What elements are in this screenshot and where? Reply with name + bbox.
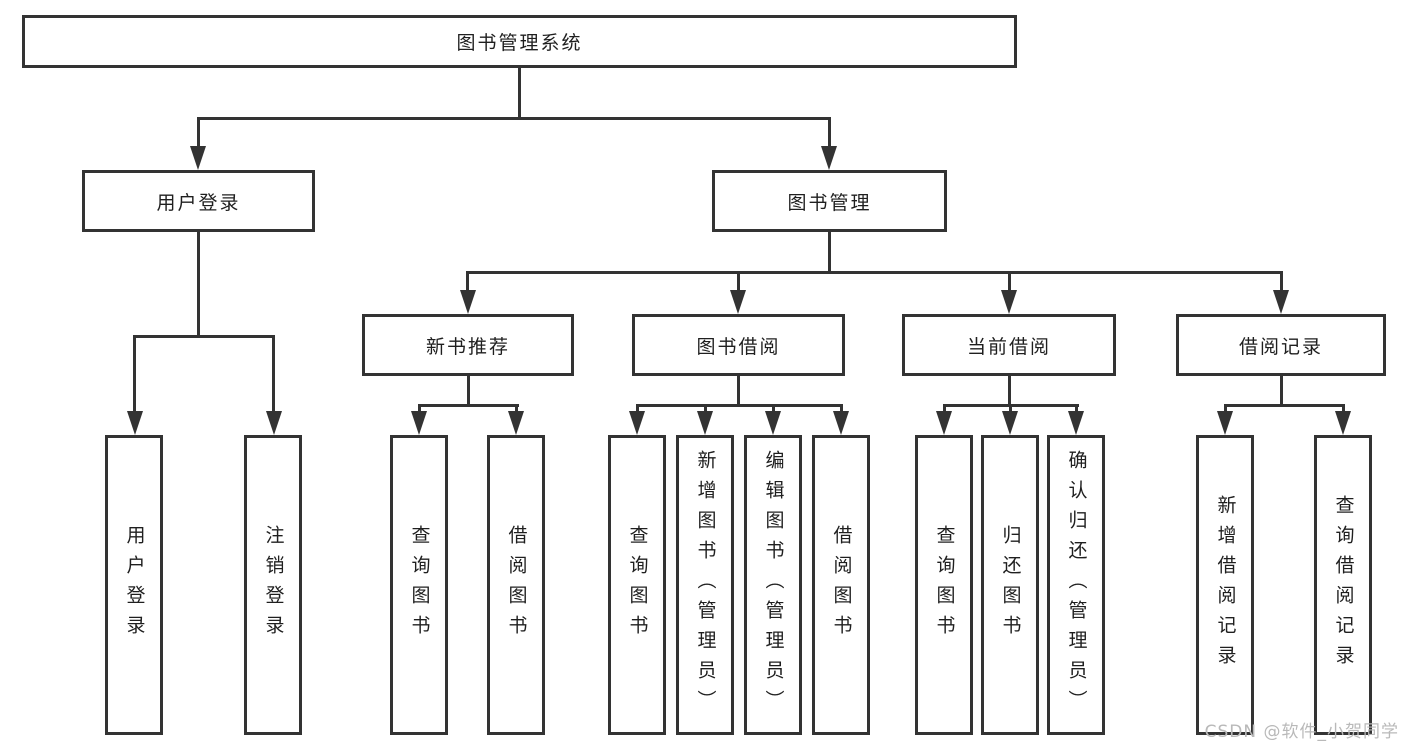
node-book-borrowing-label: 图书借阅	[696, 335, 781, 358]
node-user-login: 用户登录	[82, 170, 315, 232]
arrow-down-icon	[460, 290, 476, 314]
connector-line	[828, 230, 831, 274]
leaf-logout-label: 注销登录	[262, 525, 285, 645]
connector-line	[466, 271, 469, 292]
node-user-login-label: 用户登录	[156, 191, 241, 214]
arrow-down-icon	[833, 411, 849, 435]
leaf-nb-borrow-books: 借阅图书	[487, 435, 545, 735]
connector-line	[518, 66, 521, 120]
leaf-cb-return-books: 归还图书	[981, 435, 1039, 735]
node-new-book-recommend-label: 新书推荐	[425, 335, 510, 358]
leaf-br-query-record-label: 查询借阅记录	[1332, 495, 1355, 675]
connector-line	[1224, 404, 1227, 414]
leaf-bb-query-books-label: 查询图书	[626, 525, 649, 645]
arrow-down-icon	[508, 411, 524, 435]
connector-line	[515, 404, 518, 414]
arrow-down-icon	[411, 411, 427, 435]
leaf-bb-borrow-books-label: 借阅图书	[830, 525, 853, 645]
connector-line	[840, 404, 843, 414]
node-book-borrowing: 图书借阅	[632, 314, 845, 376]
node-borrowing-records-label: 借阅记录	[1238, 335, 1323, 358]
leaf-br-query-record: 查询借阅记录	[1314, 435, 1372, 735]
connector-line	[1009, 404, 1012, 414]
node-root: 图书管理系统	[22, 15, 1017, 68]
connector-line	[772, 404, 775, 414]
leaf-bb-query-books: 查询图书	[608, 435, 666, 735]
watermark: CSDN @软件_小贺同学	[1204, 722, 1399, 742]
connector-line	[197, 117, 831, 120]
node-root-label: 图书管理系统	[456, 32, 583, 54]
leaf-cb-return-books-label: 归还图书	[999, 525, 1022, 645]
arrow-down-icon	[1001, 290, 1017, 314]
arrow-down-icon	[1068, 411, 1084, 435]
leaf-logout: 注销登录	[244, 435, 302, 735]
leaf-bb-borrow-books: 借阅图书	[812, 435, 870, 735]
connector-line	[1008, 374, 1011, 407]
leaf-br-add-record: 新增借阅记录	[1196, 435, 1254, 735]
connector-line	[1280, 374, 1283, 407]
arrow-down-icon	[1273, 290, 1289, 314]
leaf-user-login-label: 用户登录	[123, 525, 146, 645]
leaf-br-add-record-label: 新增借阅记录	[1214, 495, 1237, 675]
leaf-cb-confirm-return-admin-label: 确认归还（管理员）	[1065, 450, 1088, 720]
leaf-cb-confirm-return-admin: 确认归还（管理员）	[1047, 435, 1105, 735]
arrow-down-icon	[190, 146, 206, 170]
connector-line	[636, 404, 639, 414]
connector-line	[636, 404, 843, 407]
arrow-down-icon	[127, 411, 143, 435]
arrow-down-icon	[1002, 411, 1018, 435]
leaf-bb-edit-books-admin-label: 编辑图书（管理员）	[762, 450, 785, 720]
connector-line	[197, 230, 200, 337]
connector-line	[1342, 404, 1345, 414]
leaf-bb-add-books-admin-label: 新增图书（管理员）	[694, 450, 717, 720]
arrow-down-icon	[1335, 411, 1351, 435]
connector-line	[418, 404, 421, 414]
leaf-bb-edit-books-admin: 编辑图书（管理员）	[744, 435, 802, 735]
node-book-management: 图书管理	[712, 170, 947, 232]
leaf-nb-borrow-books-label: 借阅图书	[505, 525, 528, 645]
arrow-down-icon	[730, 290, 746, 314]
arrow-down-icon	[1217, 411, 1233, 435]
node-book-management-label: 图书管理	[787, 191, 872, 214]
arrow-down-icon	[697, 411, 713, 435]
connector-line	[737, 271, 740, 292]
arrow-down-icon	[266, 411, 282, 435]
node-current-borrowing: 当前借阅	[902, 314, 1116, 376]
connector-line	[133, 335, 275, 338]
node-current-borrowing-label: 当前借阅	[966, 335, 1051, 358]
leaf-cb-query-books-label: 查询图书	[933, 525, 956, 645]
connector-line	[272, 335, 275, 413]
node-new-book-recommend: 新书推荐	[362, 314, 574, 376]
connector-line	[466, 271, 1283, 274]
connector-line	[1075, 404, 1078, 414]
connector-line	[1224, 404, 1345, 407]
arrow-down-icon	[936, 411, 952, 435]
leaf-user-login: 用户登录	[105, 435, 163, 735]
connector-line	[197, 117, 200, 147]
node-borrowing-records: 借阅记录	[1176, 314, 1386, 376]
connector-line	[1008, 271, 1011, 292]
arrow-down-icon	[765, 411, 781, 435]
leaf-nb-query-books-label: 查询图书	[408, 525, 431, 645]
connector-line	[704, 404, 707, 414]
connector-line	[828, 117, 831, 147]
connector-line	[1280, 271, 1283, 292]
arrow-down-icon	[629, 411, 645, 435]
arrow-down-icon	[821, 146, 837, 170]
connector-line	[737, 374, 740, 407]
leaf-bb-add-books-admin: 新增图书（管理员）	[676, 435, 734, 735]
connector-line	[418, 404, 519, 407]
connector-line	[133, 335, 136, 413]
leaf-cb-query-books: 查询图书	[915, 435, 973, 735]
connector-line	[467, 374, 470, 407]
connector-line	[943, 404, 946, 414]
leaf-nb-query-books: 查询图书	[390, 435, 448, 735]
